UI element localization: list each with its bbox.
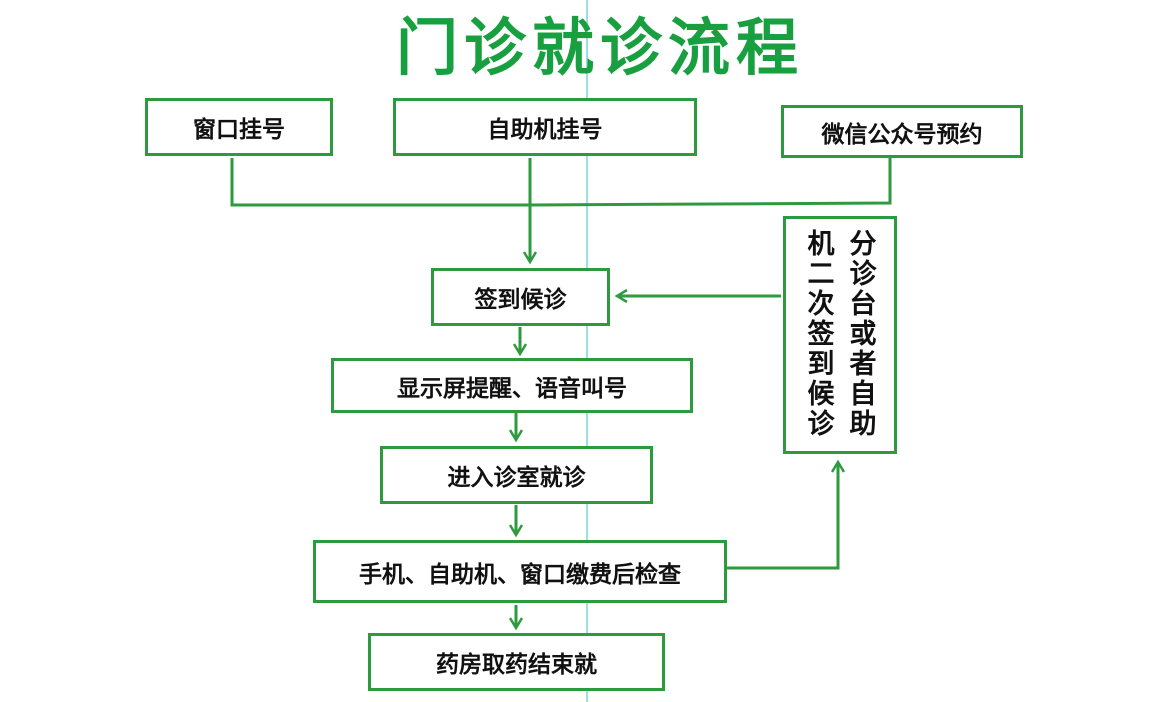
node-check-in: 签到候诊 [431, 268, 610, 326]
connector-wechat-merge [529, 158, 892, 207]
node-pharmacy: 药房取药结束就 [368, 633, 665, 691]
connector-window-merge [230, 158, 530, 207]
node-wechat-booking: 微信公众号预约 [781, 105, 1023, 158]
node-window-register: 窗口挂号 [145, 98, 333, 156]
node-display-call: 显示屏提醒、语音叫号 [331, 358, 693, 413]
node-second-check-in: 机二次签到候诊 分诊台或者自助 [783, 216, 897, 454]
node-self-service-register: 自助机挂号 [393, 98, 697, 156]
page-title: 门诊就诊流程 [395, 11, 804, 84]
arrow-to-second-check-in [727, 462, 838, 570]
node-enter-room: 进入诊室就诊 [380, 446, 653, 504]
second-check-in-text-left: 机二次签到候诊 [807, 229, 835, 440]
second-check-in-text-right: 分诊台或者自助 [849, 229, 877, 440]
node-payment-exam: 手机、自助机、窗口缴费后检查 [313, 540, 727, 603]
